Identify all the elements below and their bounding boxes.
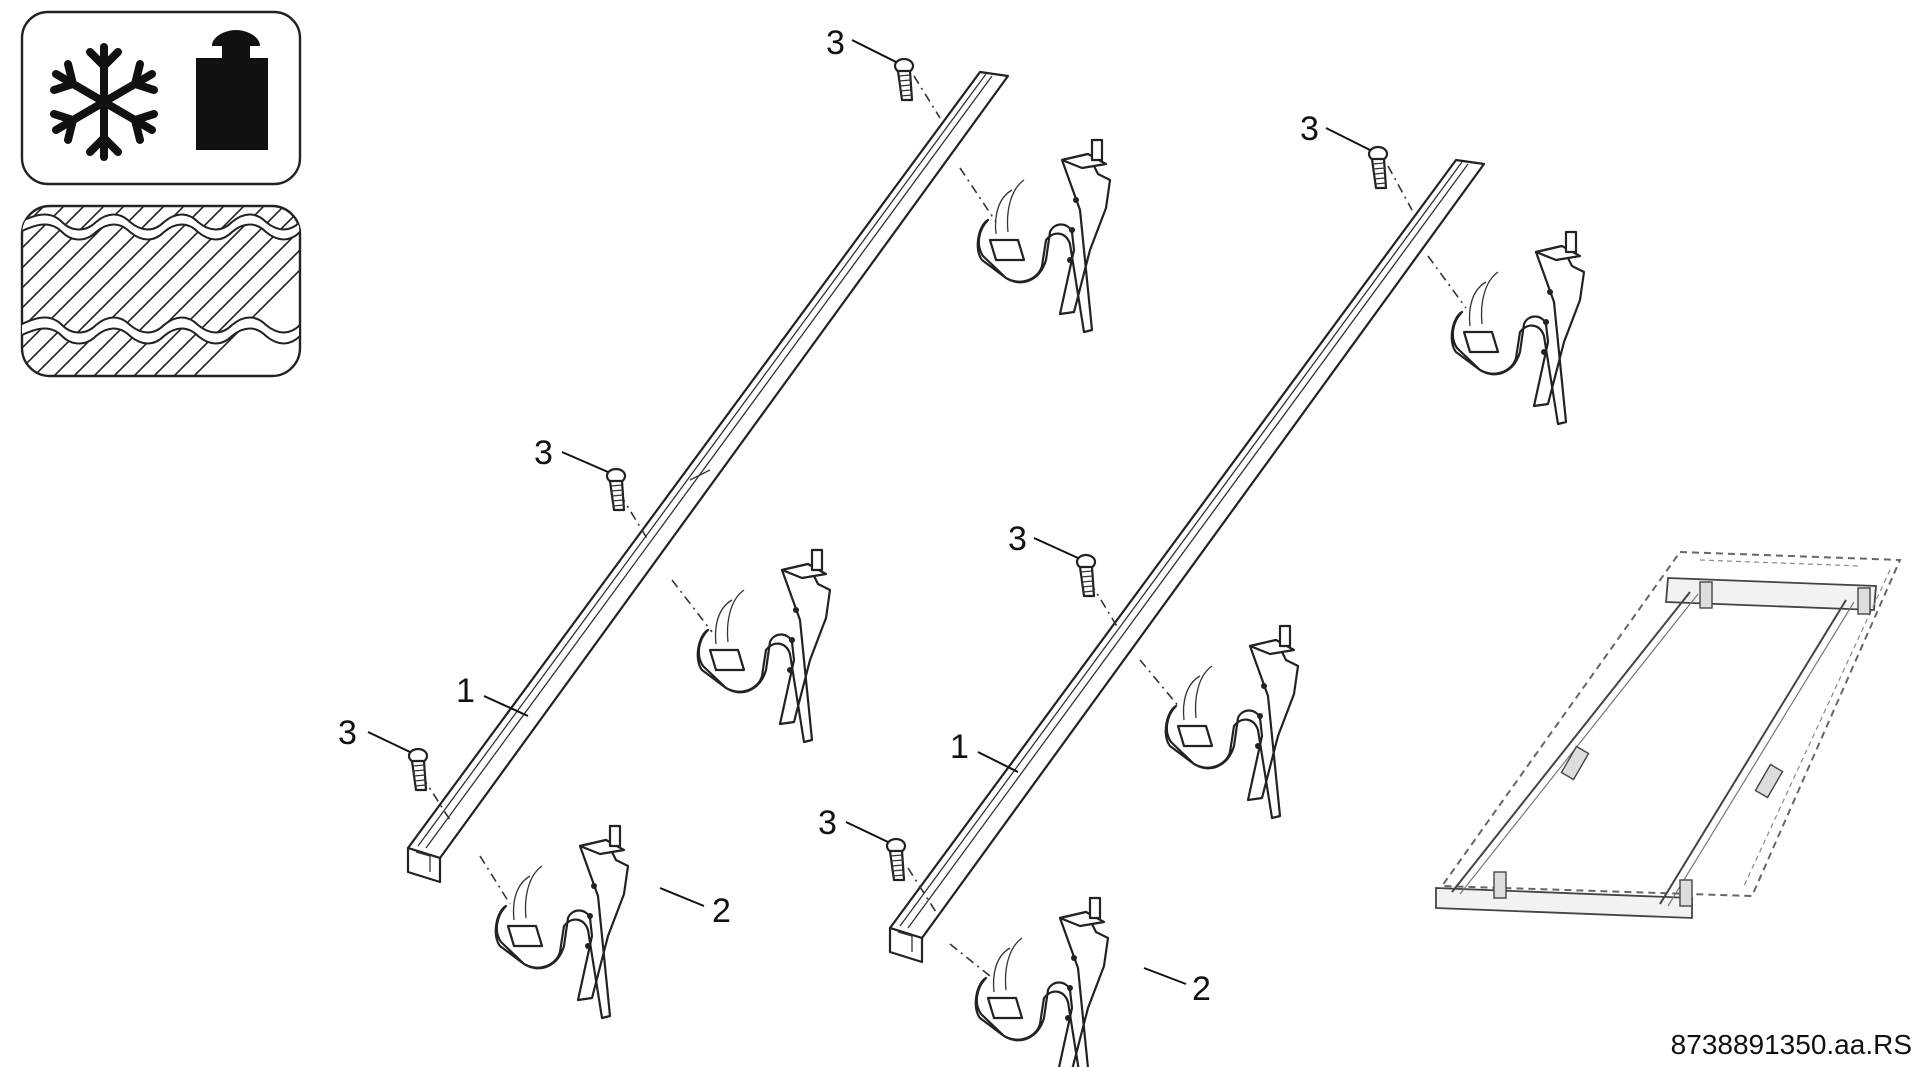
label-roof-hook: 2 — [1192, 970, 1211, 1008]
roof-hook — [976, 138, 1112, 334]
roof-hook — [974, 896, 1110, 1067]
assembly-guides — [421, 75, 1467, 977]
leader-lines — [367, 39, 1371, 985]
label-roof-hook: 2 — [712, 892, 731, 930]
label-rail: 1 — [456, 672, 475, 710]
roof-hook — [494, 824, 630, 1020]
conditions-panel — [20, 10, 302, 186]
label-screw: 3 — [338, 714, 357, 752]
snowflake-icon — [50, 43, 158, 161]
label-screw: 3 — [826, 24, 845, 62]
roof-hook — [696, 548, 832, 744]
part-labels: 3 3 3 3 3 3 1 1 2 2 — [338, 24, 1319, 1008]
roof-hook — [1450, 230, 1586, 426]
screw — [1075, 553, 1097, 598]
rail-left — [406, 70, 1010, 884]
label-rail: 1 — [950, 728, 969, 766]
document-id: 8738891350.aa.RS — [1671, 1029, 1912, 1060]
label-screw: 3 — [1008, 520, 1027, 558]
screw — [605, 467, 627, 512]
screw — [407, 747, 429, 792]
screw — [1367, 145, 1389, 190]
label-screw: 3 — [818, 804, 837, 842]
label-screw: 3 — [534, 434, 553, 472]
roof-tile-icon — [20, 204, 302, 378]
label-screw: 3 — [1300, 110, 1319, 148]
screw — [893, 57, 915, 102]
screw — [885, 837, 907, 882]
roof-hook — [1164, 624, 1300, 820]
rail-right — [888, 158, 1486, 964]
weight-icon — [196, 30, 268, 150]
overview-frame — [1435, 550, 1902, 919]
